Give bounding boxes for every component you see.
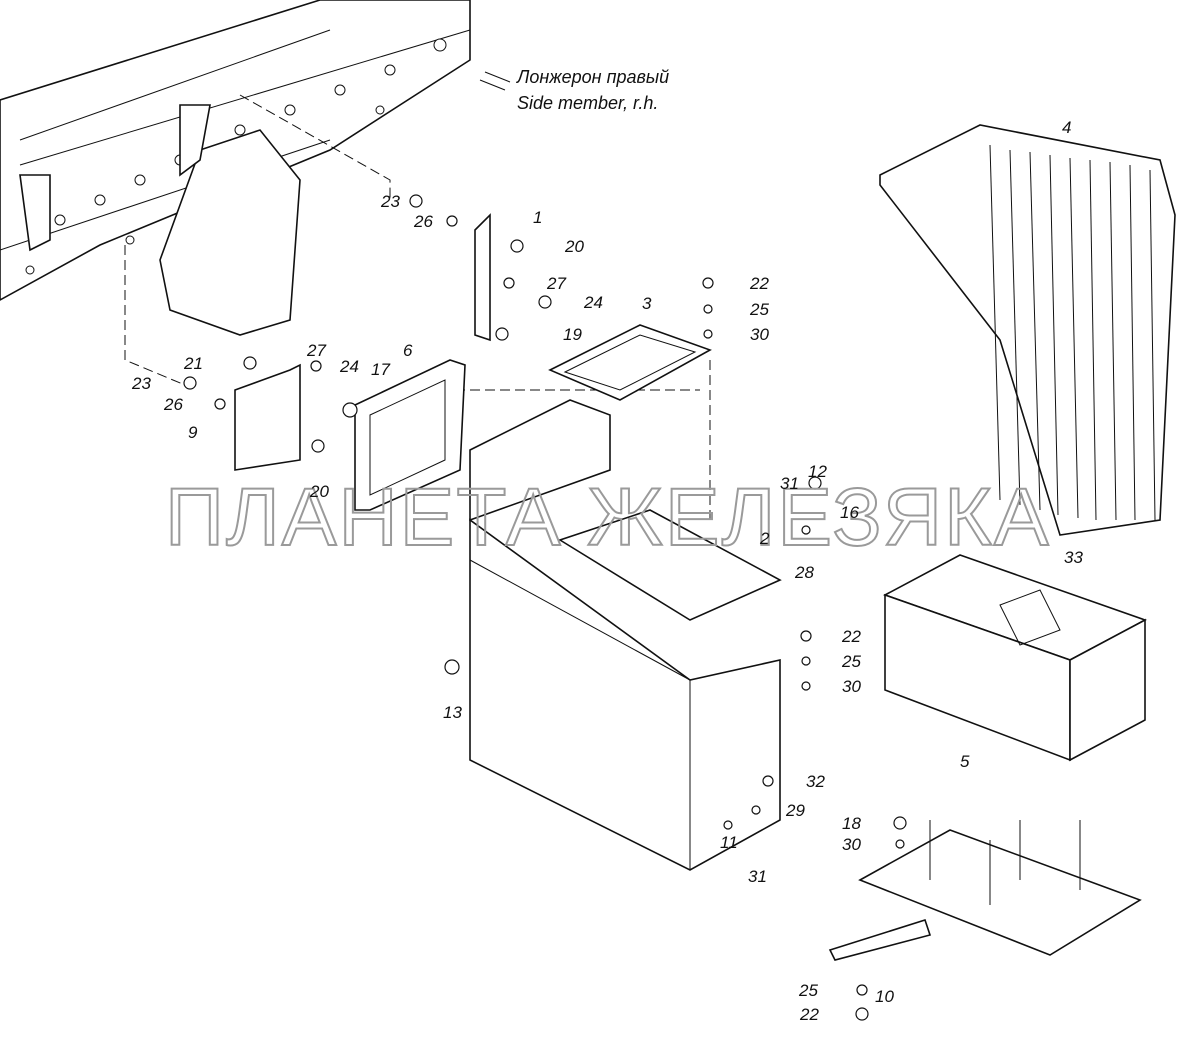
callout: 16 xyxy=(840,503,859,522)
callout: 1 xyxy=(533,208,542,227)
callout: 10 xyxy=(875,987,894,1006)
callout: 31 xyxy=(748,867,767,886)
callout: 29 xyxy=(785,801,805,820)
callout: 31 xyxy=(780,474,799,493)
callout: 18 xyxy=(842,814,861,833)
callout: 33 xyxy=(1064,548,1083,567)
callout: 25 xyxy=(798,981,818,1000)
callout: 22 xyxy=(799,1005,819,1024)
callout: 32 xyxy=(806,772,825,791)
fasteners xyxy=(183,194,907,1021)
callout: 27 xyxy=(546,274,566,293)
caption-en: Side member, r.h. xyxy=(517,93,658,113)
callout: 26 xyxy=(413,212,433,231)
callout: 28 xyxy=(794,563,814,582)
callout: 3 xyxy=(642,294,652,313)
frame-bracket xyxy=(19,104,301,336)
callout: 20 xyxy=(309,482,329,501)
callout: 12 xyxy=(808,462,827,481)
callout: 19 xyxy=(563,325,582,344)
callout: 27 xyxy=(306,341,326,360)
callout: 30 xyxy=(750,325,769,344)
callout: 22 xyxy=(841,627,861,646)
callouts: 4 23 26 1 20 27 24 19 22 25 30 3 21 27 2… xyxy=(131,118,1083,1024)
battery-tray xyxy=(858,820,1142,956)
callout: 2 xyxy=(759,529,770,548)
caption-ru: Лонжерон правый xyxy=(516,67,669,87)
callout: 6 xyxy=(403,341,413,360)
callout: 20 xyxy=(564,237,584,256)
callout: 11 xyxy=(720,833,738,852)
callout: 4 xyxy=(1062,118,1071,137)
callout: 25 xyxy=(749,300,769,319)
callout: 30 xyxy=(842,677,861,696)
battery-stand xyxy=(469,399,782,871)
callout: 24 xyxy=(583,293,603,312)
battery-cover xyxy=(879,124,1176,536)
callout: 25 xyxy=(841,652,861,671)
callout: 23 xyxy=(131,374,151,393)
callout: 21 xyxy=(183,354,203,373)
callout: 22 xyxy=(749,274,769,293)
callout: 23 xyxy=(380,192,400,211)
watermark: ПЛАНЕТА ЖЕЛЕЗЯКА xyxy=(165,472,1051,563)
callout: 17 xyxy=(371,360,390,379)
callout: 24 xyxy=(339,357,359,376)
callout: 26 xyxy=(163,395,183,414)
callout: 13 xyxy=(443,703,462,722)
battery xyxy=(883,554,1147,762)
callout: 9 xyxy=(188,423,198,442)
callout: 5 xyxy=(960,752,970,771)
callout: 30 xyxy=(842,835,861,854)
